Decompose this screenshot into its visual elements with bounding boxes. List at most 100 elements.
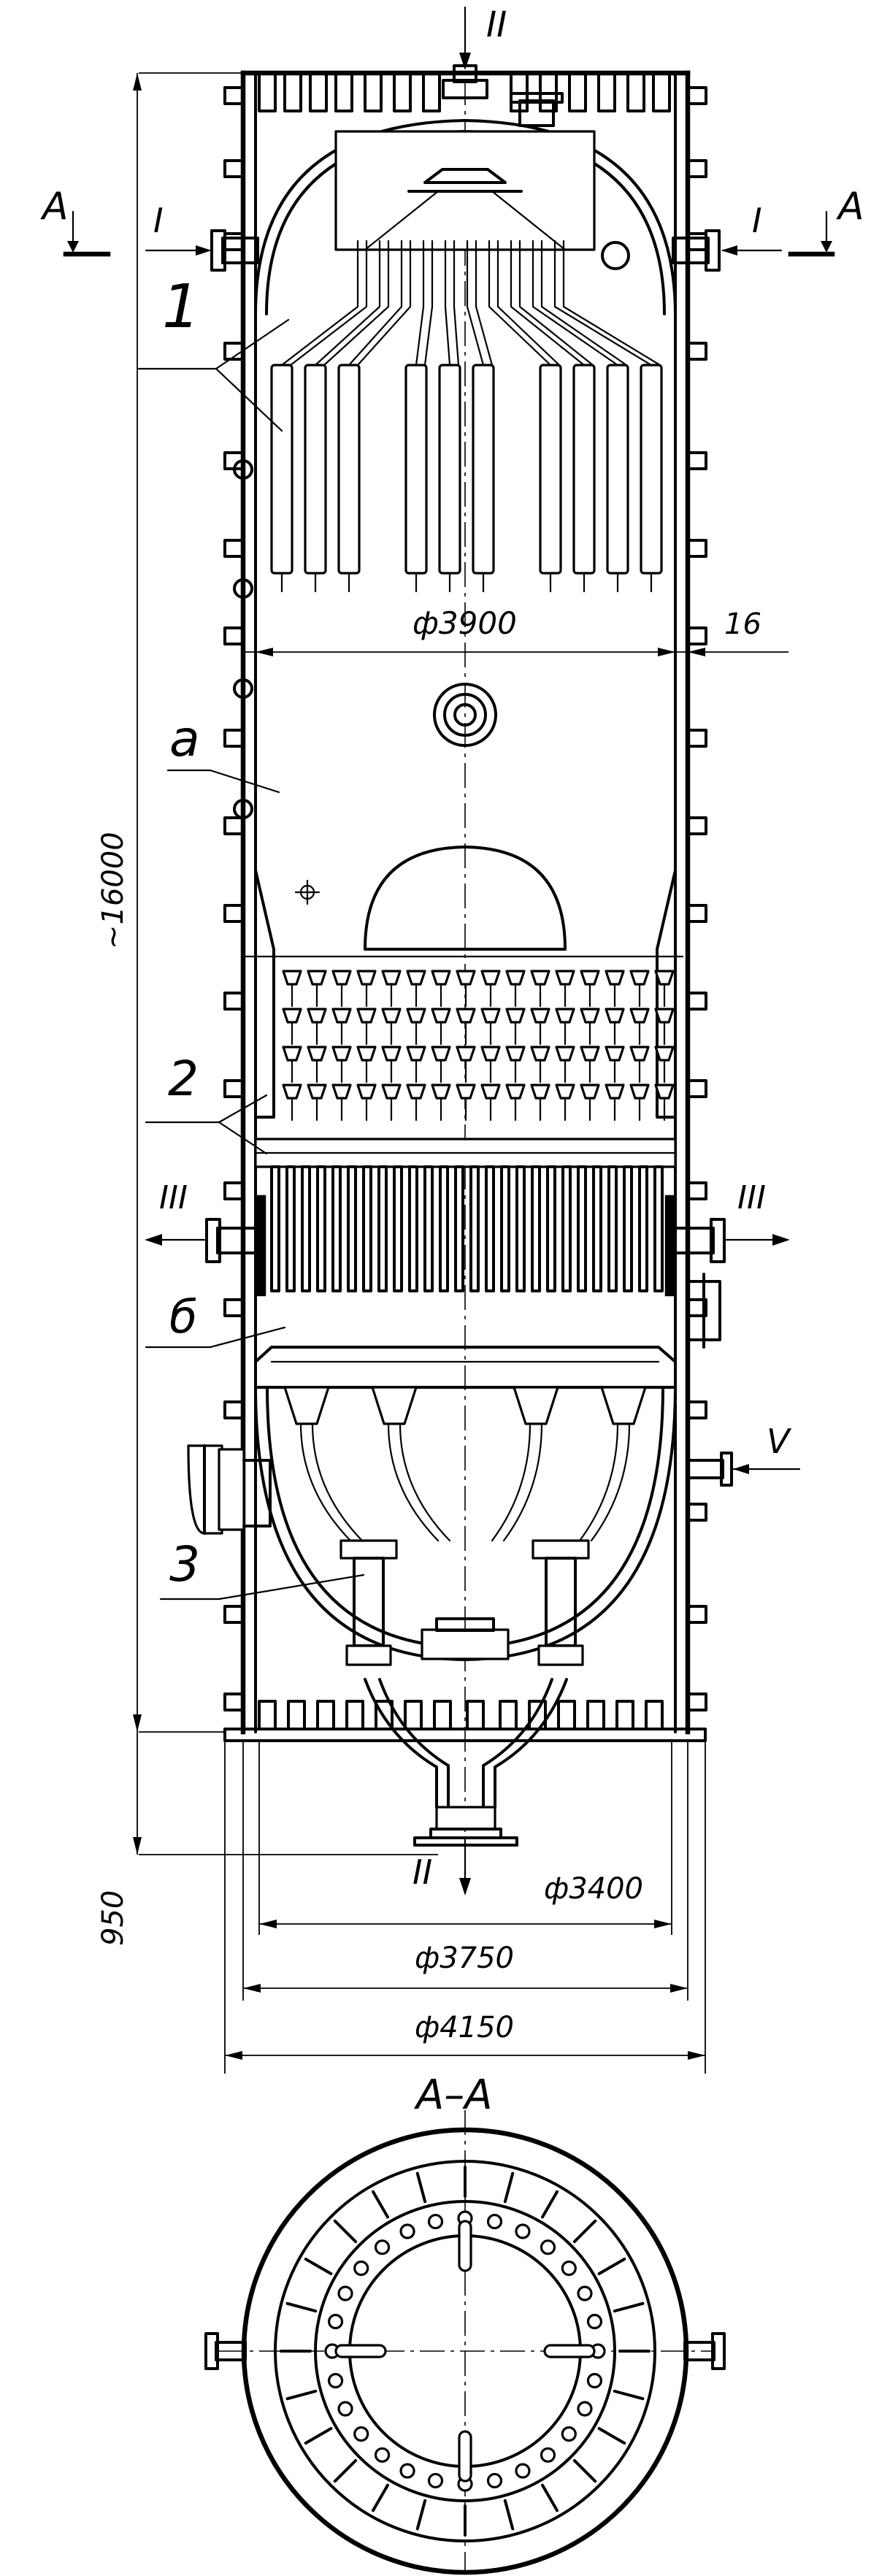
- dim-3750: ф3750: [415, 1941, 514, 1975]
- plan-rib: [613, 2389, 645, 2401]
- bubble-cap: [356, 1008, 377, 1024]
- upper-tube: [572, 364, 596, 575]
- dimension-lines: [133, 72, 788, 2074]
- bubble-cap: [381, 1008, 402, 1024]
- bubble-cap: [580, 970, 600, 986]
- plan-bead: [586, 2313, 603, 2330]
- upper-riser: [348, 239, 403, 367]
- shell-lug-right: [686, 1181, 707, 1200]
- bubble-cap: [356, 970, 377, 986]
- dim-skirt-height: 950: [96, 1890, 130, 1946]
- shell-lug-right: [686, 451, 707, 470]
- bubble-cap: [282, 1046, 302, 1062]
- lower-branch: [502, 1422, 543, 1542]
- bubble-cap: [530, 1046, 550, 1062]
- upper-riser: [475, 239, 494, 367]
- upper-riser: [532, 239, 619, 367]
- dim-overall-height: ~16000: [96, 832, 130, 949]
- upper-riser: [280, 239, 359, 367]
- middle-tube: [531, 1165, 541, 1292]
- shell-lug-right: [686, 729, 707, 748]
- upper-riser: [518, 239, 594, 367]
- plan-bead: [427, 2472, 444, 2489]
- top-lug: [334, 72, 353, 112]
- shell-lug-left: [223, 904, 245, 923]
- shell-lug-left: [223, 626, 245, 645]
- bottom-outlet: [364, 1678, 568, 1847]
- bubble-cap: [307, 1084, 327, 1100]
- bubble-cap: [555, 1084, 575, 1100]
- lower-flange: [339, 1539, 398, 1560]
- plan-bead: [561, 2260, 577, 2277]
- middle-tube: [316, 1165, 326, 1292]
- dimension-texts: ф3900 16 ~16000 950 ф3400 ф3750 ф4150: [96, 605, 761, 2044]
- top-lug-row: [258, 72, 671, 1730]
- upper-riser: [289, 239, 368, 367]
- upper-tube: [606, 364, 629, 575]
- bubble-cap: [307, 970, 327, 986]
- top-lug: [393, 72, 412, 112]
- bubble-cap: [555, 1046, 575, 1062]
- bottom-lug: [258, 1700, 277, 1730]
- top-lug: [568, 72, 587, 112]
- lower-branch: [387, 1422, 440, 1542]
- bubble-cap: [406, 970, 426, 986]
- shell-lug-right: [686, 1079, 707, 1098]
- plan-bead: [399, 2223, 415, 2239]
- callout-b: б: [169, 1290, 197, 1343]
- bottom-lug: [645, 1700, 664, 1730]
- section-aa-plan: [204, 2110, 726, 2575]
- shell-lug-right: [686, 816, 707, 835]
- plan-bead: [337, 2285, 353, 2301]
- lower-branch: [311, 1422, 364, 1542]
- plan-bead: [327, 2313, 344, 2330]
- bottom-lug: [375, 1700, 394, 1730]
- shell-lug-right: [686, 232, 707, 251]
- plan-bead: [427, 2213, 444, 2230]
- middle-tube: [301, 1165, 311, 1292]
- lower-funnel: [600, 1386, 647, 1425]
- shell-lug-right: [686, 1693, 707, 1711]
- top-lug: [258, 72, 277, 112]
- upper-tube-bundle: [270, 239, 663, 593]
- bubble-cap: [431, 1008, 451, 1024]
- callout-leaders: [137, 318, 365, 1601]
- middle-tube: [408, 1165, 418, 1292]
- section-letter-left: A: [40, 185, 69, 229]
- shell-lug-left: [223, 992, 245, 1011]
- shell-lug-right: [686, 1400, 707, 1419]
- lower-branch-pipes: [283, 1386, 647, 1666]
- bubble-cap: [431, 970, 451, 986]
- shell-lug-left: [223, 729, 245, 748]
- bubble-cap: [505, 1084, 526, 1100]
- tube-sheet-middle: [254, 1138, 677, 1168]
- shell-lug-right: [686, 1605, 707, 1624]
- middle-tube: [331, 1165, 342, 1292]
- flow-labels: II I I III III V II: [153, 4, 792, 1892]
- top-lug: [422, 72, 441, 112]
- upper-tube: [640, 364, 663, 575]
- plan-bead: [486, 2213, 503, 2230]
- middle-tube: [362, 1165, 372, 1292]
- bubble-cap: [654, 1046, 675, 1062]
- plan-rib: [541, 2190, 559, 2219]
- plan-rib: [503, 2171, 515, 2204]
- callout-2: 2: [168, 1051, 199, 1107]
- lower-funnel: [371, 1386, 418, 1425]
- upper-riser: [444, 239, 451, 367]
- bottom-lug: [433, 1700, 452, 1730]
- bubble-cap: [605, 1084, 625, 1100]
- bubble-cap: [431, 1046, 451, 1062]
- bottom-lug: [557, 1700, 576, 1730]
- callout-3: 3: [169, 1536, 200, 1592]
- bubble-cap: [605, 970, 625, 986]
- middle-vertical-tubes: [270, 1165, 664, 1292]
- plan-bead: [561, 2426, 577, 2442]
- section-title: A–A: [414, 2071, 493, 2119]
- label-right-inlet: I: [752, 201, 762, 240]
- bubble-cap: [505, 1046, 526, 1062]
- middle-tube: [393, 1165, 403, 1292]
- bubble-cap: [605, 1046, 625, 1062]
- middle-tube: [577, 1165, 587, 1292]
- bubble-cap: [629, 1008, 650, 1024]
